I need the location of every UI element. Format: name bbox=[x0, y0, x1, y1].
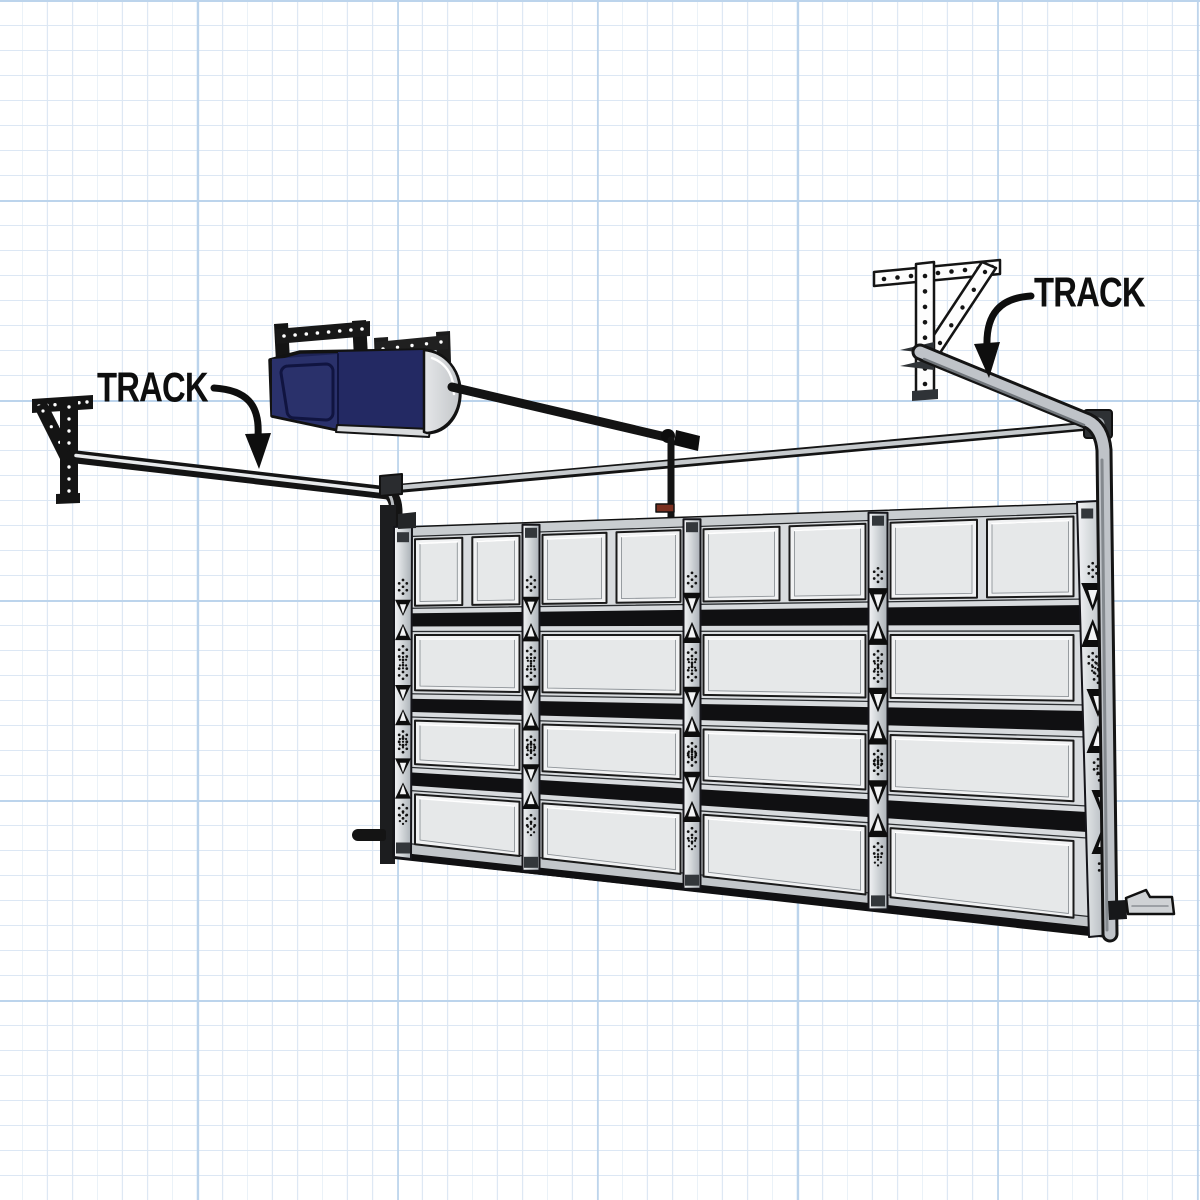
left-horizontal-track bbox=[65, 450, 403, 864]
opener-front-panel bbox=[279, 362, 335, 422]
track-label-left: TRACK bbox=[97, 364, 209, 412]
opener-light-lens bbox=[335, 424, 431, 438]
sectional-garage-door bbox=[392, 500, 1116, 939]
left-ceiling-bracket bbox=[32, 395, 93, 504]
torsion-tube bbox=[379, 421, 1094, 497]
bottom-bracket-right bbox=[1108, 888, 1176, 920]
right-track-arrow bbox=[974, 292, 1035, 378]
garage-door-opener bbox=[268, 320, 462, 438]
bottom-bracket-left bbox=[352, 829, 386, 841]
track-label-right: TRACK bbox=[1034, 269, 1146, 317]
left-track-arrow bbox=[210, 384, 271, 469]
right-horizontal-track bbox=[911, 343, 1119, 943]
right-ceiling-bracket bbox=[872, 258, 1002, 401]
